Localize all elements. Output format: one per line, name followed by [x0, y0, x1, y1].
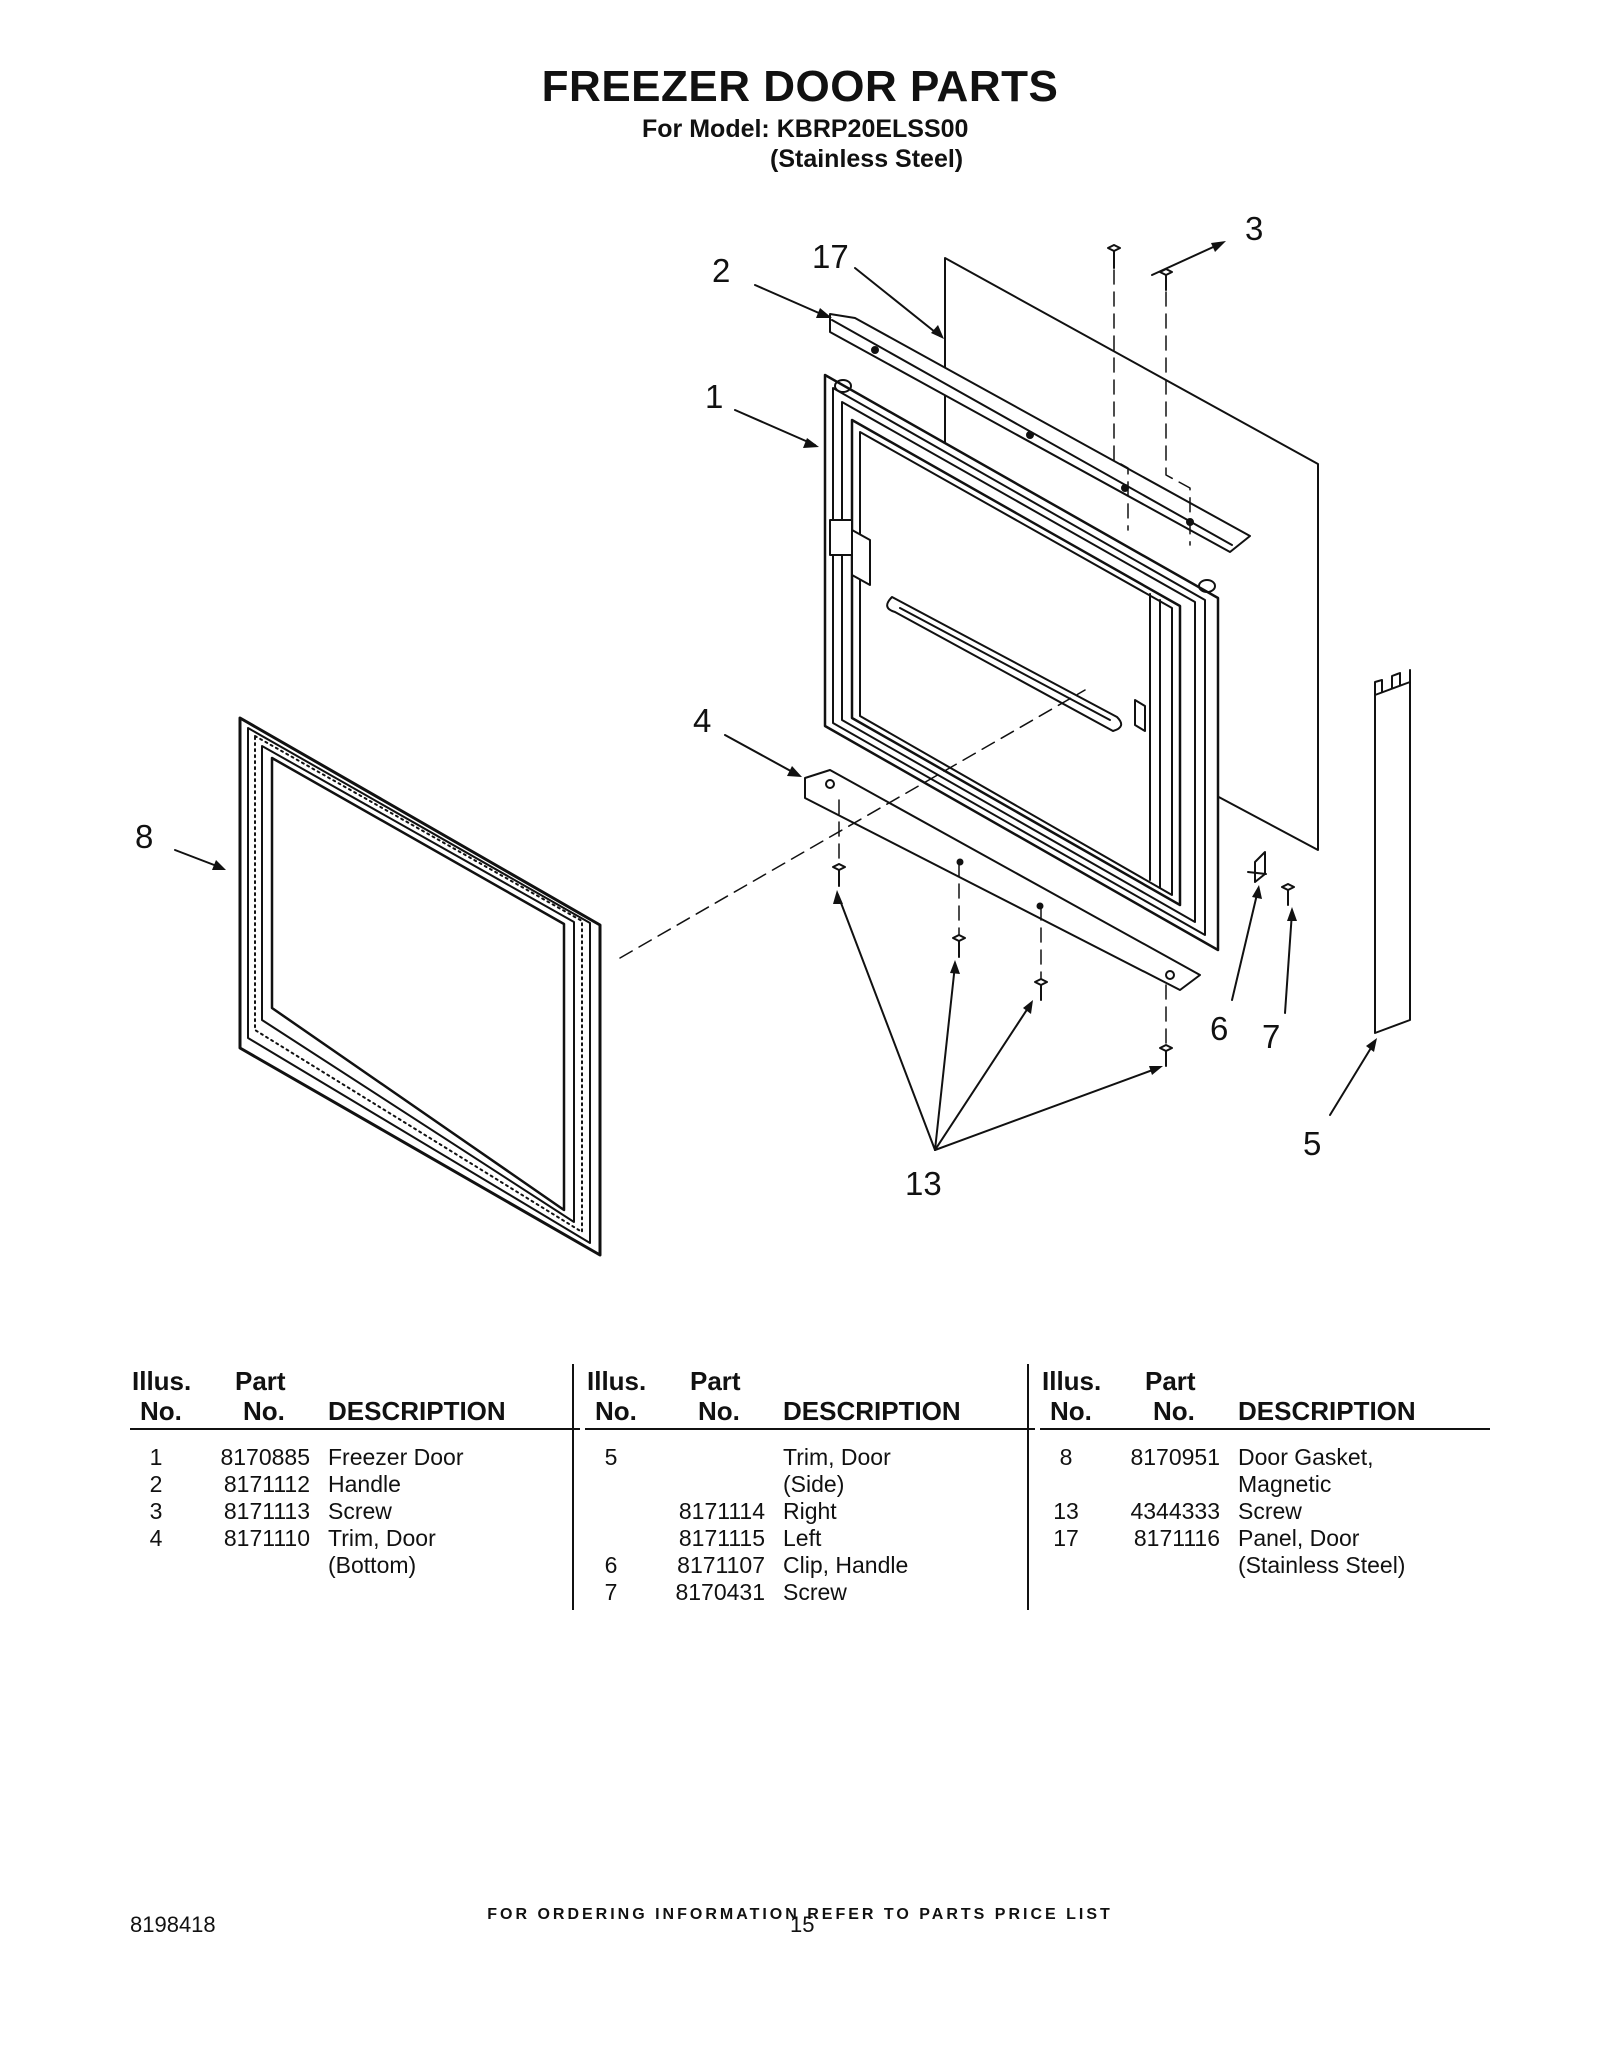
callout-13: 13 [905, 1165, 942, 1202]
column-divider [1027, 1364, 1029, 1610]
door-gasket-part [238, 716, 602, 1257]
table-row: (Stainless Steel) [1238, 1552, 1406, 1578]
table-row: (Side) [783, 1471, 845, 1497]
callout-5: 5 [1303, 1125, 1321, 1162]
arrowheads [212, 241, 1377, 1075]
header-illus: Illus. [1042, 1366, 1102, 1396]
header-illus-no: No. [595, 1396, 637, 1426]
header-part: Part [235, 1366, 286, 1396]
table-row: (Bottom) [328, 1552, 417, 1578]
page-number: 15 [790, 1912, 815, 1937]
callout-labels: 2 17 3 1 4 8 6 7 5 13 [135, 210, 1321, 1202]
callout-7: 7 [1262, 1018, 1280, 1055]
header-part-no: No. [243, 1396, 285, 1426]
side-trim-part [1374, 669, 1411, 1034]
header-illus-no: No. [1050, 1396, 1092, 1426]
handle-clip-part [1247, 851, 1267, 883]
callout-6: 6 [1210, 1010, 1228, 1047]
model-line: For Model: KBRP20ELSS00 [642, 115, 969, 143]
assembly-lines [619, 269, 1191, 1047]
leader-lines [174, 242, 1375, 1151]
callout-1: 1 [705, 378, 723, 415]
callout-3: 3 [1245, 210, 1263, 247]
header-part: Part [1145, 1366, 1196, 1396]
table-row: Magnetic [1238, 1471, 1332, 1497]
document-number: 8198418 [130, 1912, 216, 1937]
ordering-note: FOR ORDERING INFORMATION REFER TO PARTS … [487, 1906, 1113, 1923]
table-header: Illus. No. Part No. DESCRIPTION [585, 1364, 1035, 1430]
column-divider [572, 1364, 574, 1610]
callout-17: 17 [812, 238, 849, 275]
header-description: DESCRIPTION [1238, 1396, 1416, 1426]
header-part-no: No. [1153, 1396, 1195, 1426]
header-part: Part [690, 1366, 741, 1396]
header-illus-no: No. [140, 1396, 182, 1426]
finish-line: (Stainless Steel) [770, 145, 964, 173]
header-part-no: No. [698, 1396, 740, 1426]
header-description: DESCRIPTION [783, 1396, 961, 1426]
header-description: DESCRIPTION [328, 1396, 506, 1426]
callout-8: 8 [135, 818, 153, 855]
table-header: Illus. No. Part No. DESCRIPTION [130, 1364, 580, 1430]
page-title: FREEZER DOOR PARTS [541, 62, 1059, 111]
handle-part [829, 313, 1251, 553]
bottom-trim-part [804, 769, 1201, 991]
callout-2: 2 [712, 252, 730, 289]
header-illus: Illus. [587, 1366, 647, 1396]
screw-parts [832, 244, 1295, 1067]
header-illus: Illus. [132, 1366, 192, 1396]
freezer-door-part [823, 373, 1220, 952]
exploded-parts-diagram: 2 17 3 1 4 8 6 7 5 13 [135, 210, 1411, 1257]
table-header: Illus. No. Part No. DESCRIPTION [1040, 1364, 1490, 1430]
callout-4: 4 [693, 702, 711, 739]
